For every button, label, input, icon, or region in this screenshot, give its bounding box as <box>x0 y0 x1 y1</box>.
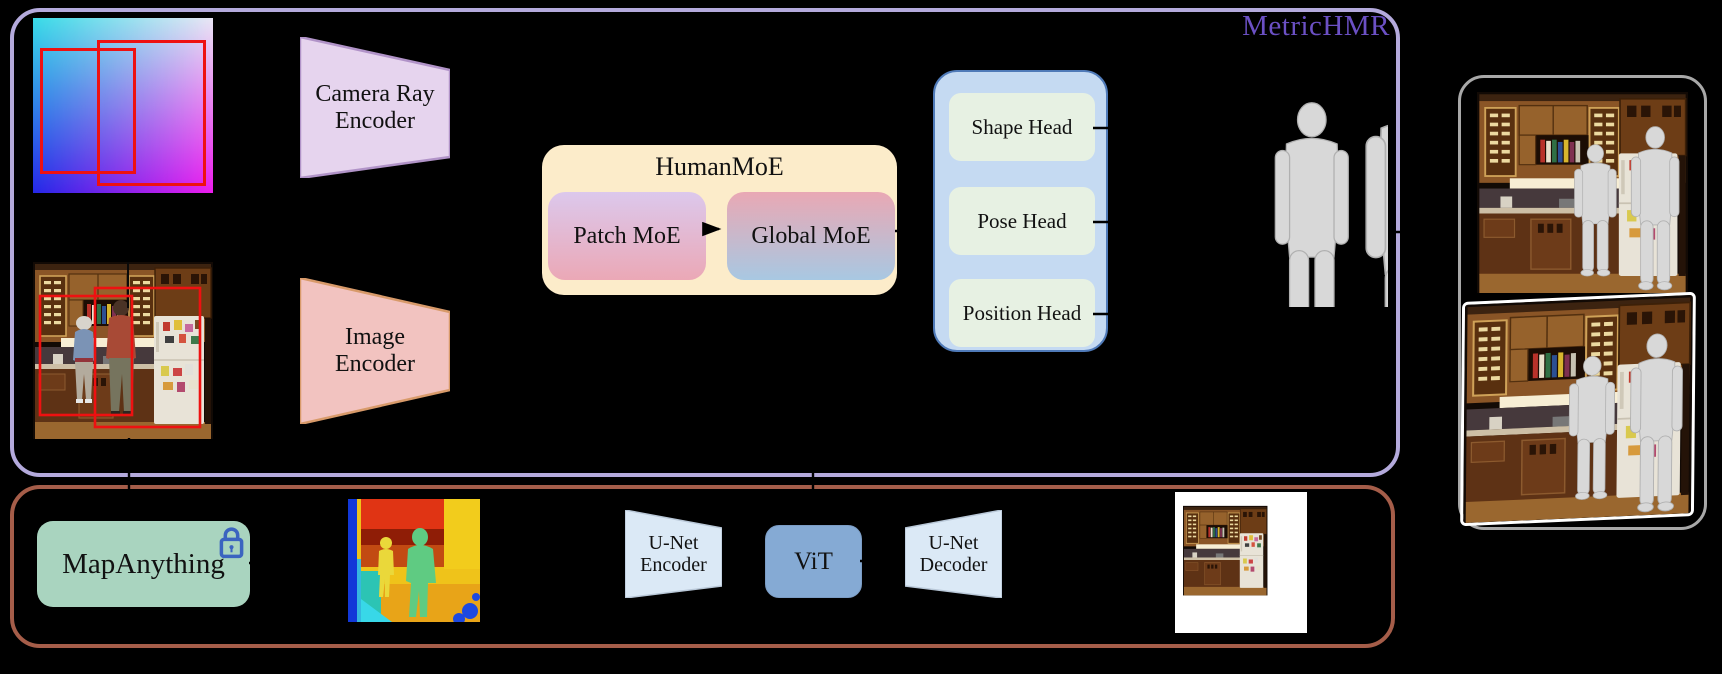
point-cloud-render <box>1175 492 1307 633</box>
encoder-trapezoid <box>300 37 450 178</box>
label-line: Encoder <box>335 107 415 134</box>
position-head: Position Head <box>949 279 1095 347</box>
person-bbox <box>93 286 202 429</box>
person-bbox <box>40 48 136 174</box>
input-image <box>33 262 213 439</box>
map-anything-label: MapAnything <box>62 547 225 580</box>
unet-encoder: U-Net Encoder <box>625 510 722 598</box>
unet-encoder-label: U-Net Encoder <box>625 510 722 598</box>
depth-map-render <box>348 499 480 622</box>
encoder-trapezoid <box>625 510 722 598</box>
human-mesh-output <box>1218 72 1388 307</box>
camera-ray-encoder: Camera Ray Encoder <box>300 37 450 178</box>
vit-block: ViT <box>765 525 862 598</box>
metric-hmr-title: MetricHMR <box>1242 10 1390 42</box>
shape-head: Shape Head <box>949 93 1095 161</box>
composite-output-front <box>1477 92 1688 293</box>
output-panel-frame <box>1458 75 1707 530</box>
person-woman <box>73 316 95 403</box>
camera-ray-map-image <box>33 18 213 193</box>
depth-map-image <box>348 499 480 622</box>
human-moe-title: HumanMoE <box>655 152 784 181</box>
prediction-heads-block: Shape Head Pose Head Position Head <box>933 70 1108 352</box>
pose-head: Pose Head <box>949 187 1095 255</box>
person-man <box>106 300 136 416</box>
map-anything-block: MapAnything <box>37 521 250 607</box>
human-moe-block: HumanMoE Patch MoE Global MoE <box>542 145 897 295</box>
lock-icon <box>219 527 244 559</box>
label-line: Encoder <box>640 554 707 576</box>
composite-output-tilted <box>1463 295 1693 523</box>
point-cloud-image <box>1175 492 1307 633</box>
label-line: U-Net <box>648 531 699 554</box>
camera-ray-encoder-label: Camera Ray Encoder <box>300 37 450 178</box>
depth-person-far <box>406 528 436 617</box>
label-line: Encoder <box>335 351 415 377</box>
metric-hmr-module-frame <box>10 8 1400 477</box>
decoder-trapezoid <box>905 510 1002 598</box>
label-line: Camera Ray <box>315 80 435 107</box>
geometry-module-frame <box>10 485 1395 648</box>
unet-decoder-label: U-Net Decoder <box>905 510 1002 598</box>
depth-person-near <box>378 537 394 597</box>
patch-moe-block: Patch MoE <box>548 192 706 280</box>
encoder-trapezoid <box>300 278 450 424</box>
global-moe-block: Global MoE <box>727 192 895 280</box>
camera-ray-map-gradient <box>33 18 213 193</box>
person-bbox <box>38 294 134 417</box>
mesh-figures <box>1218 72 1388 307</box>
image-encoder: Image Encoder <box>300 278 450 424</box>
label-line: Image <box>345 324 405 351</box>
person-bbox <box>97 40 206 186</box>
label-line: U-Net <box>928 531 979 554</box>
label-line: Decoder <box>919 554 988 576</box>
kitchen-photo <box>33 262 213 439</box>
image-encoder-label: Image Encoder <box>300 278 450 424</box>
unet-decoder: U-Net Decoder <box>905 510 1002 598</box>
